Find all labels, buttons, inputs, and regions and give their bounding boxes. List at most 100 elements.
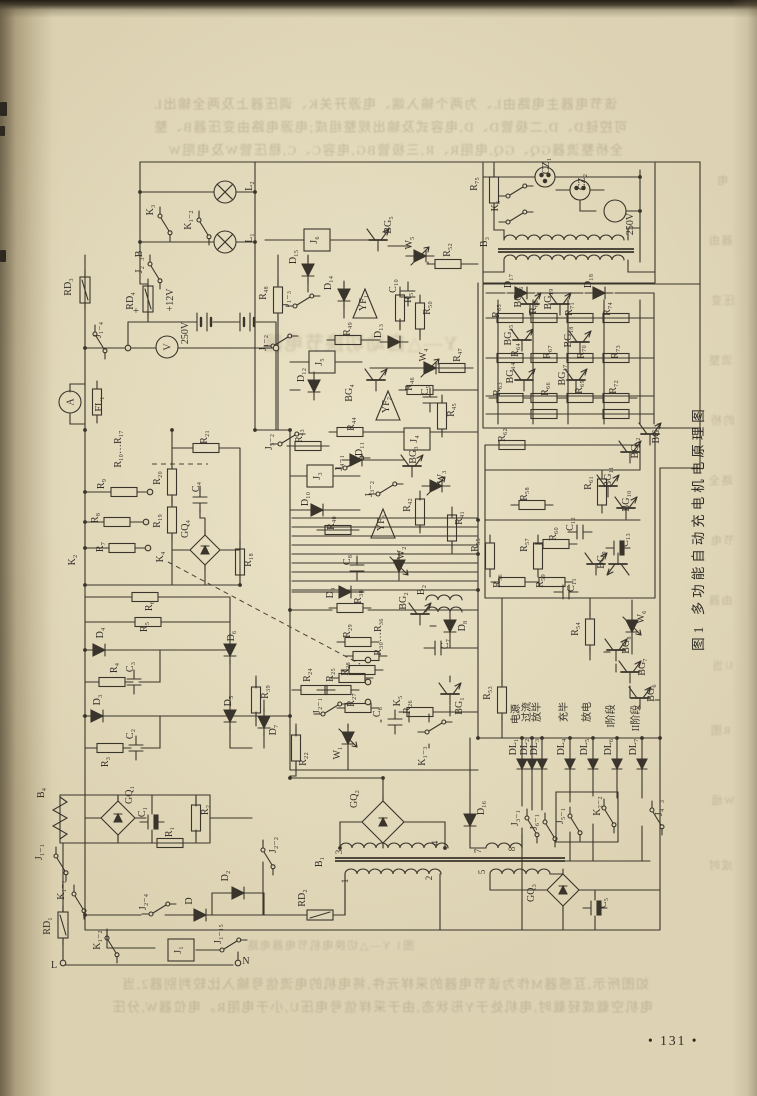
diode — [506, 286, 536, 300]
component-label: R₂₄ — [302, 668, 313, 682]
component-label: 250V — [625, 212, 636, 235]
transistor — [548, 292, 572, 316]
diode — [584, 286, 614, 300]
resistor — [292, 684, 336, 696]
junction-dot — [138, 240, 142, 244]
junction-dot — [238, 583, 242, 587]
component-label: R₇₁ — [564, 302, 575, 316]
component-label: R₅₇ — [519, 538, 530, 552]
component-label: R₁₈ — [243, 553, 254, 567]
capacitor — [425, 640, 451, 656]
diode — [302, 503, 332, 517]
component-label: J₃₋₂ — [364, 481, 375, 497]
capacitor — [349, 555, 365, 581]
bridge-rectifier — [356, 795, 410, 849]
component-label: 过流 — [520, 702, 533, 722]
switch-contact — [417, 719, 453, 735]
resistor — [490, 439, 534, 451]
component-label: R₅₆ — [492, 574, 503, 588]
resistor — [488, 168, 500, 212]
component-label: D₁₄ — [323, 275, 334, 290]
resistor — [430, 362, 474, 374]
resistor — [594, 352, 638, 364]
component-label: J₂₋₂ — [268, 837, 279, 853]
component-label: C₁₀ — [388, 279, 399, 293]
capacitor — [126, 669, 142, 695]
indicator-lamp — [213, 180, 237, 204]
transistor — [618, 440, 642, 464]
diode — [257, 707, 271, 737]
schematic-wires — [59, 161, 701, 966]
junction-dot — [476, 552, 480, 556]
component-label: R₄₀ — [326, 516, 337, 530]
diode — [463, 805, 477, 835]
component-label: BG₁₄ — [505, 362, 516, 383]
component-label: D₈ — [457, 620, 468, 631]
junction-dot — [170, 428, 174, 432]
potentiometer — [389, 551, 409, 581]
component-label: RD₂ — [297, 889, 308, 906]
capacitor — [387, 709, 403, 735]
resistor — [328, 426, 372, 438]
component-label: C₁₃ — [620, 533, 631, 547]
bridge-rectifier — [541, 868, 585, 912]
electrolytic-capacitor — [605, 540, 631, 556]
resistor — [594, 408, 638, 420]
component-label: DL₁ — [508, 739, 519, 756]
component-label: BG₁ — [454, 697, 465, 714]
diode — [223, 886, 253, 900]
component-label: BG₄ — [344, 384, 355, 402]
transistor — [638, 422, 662, 446]
component-label: R₂₆ — [402, 700, 413, 714]
component-label: BG₃ — [408, 446, 419, 463]
component-label: 4 — [430, 840, 440, 845]
resistor — [398, 384, 442, 396]
terminal — [146, 488, 154, 496]
component-label: D₂ — [220, 871, 231, 882]
component-label: +12V — [165, 288, 176, 312]
switch-contact — [212, 937, 248, 953]
component-label: D₁₀ — [300, 491, 311, 506]
component-label: D₃ — [92, 695, 103, 706]
transistor — [564, 368, 588, 392]
resistor — [272, 278, 284, 322]
terminal — [144, 544, 152, 552]
potentiometer — [421, 476, 451, 496]
switch-contact — [53, 846, 69, 882]
component-label: W₂ — [396, 547, 407, 560]
component-label: DL₂ — [519, 739, 530, 756]
resistor — [100, 542, 144, 554]
switch-contact — [92, 324, 108, 360]
component-label: 1 — [340, 879, 350, 884]
resistor — [91, 380, 103, 424]
component-label: C₉ — [420, 384, 431, 395]
junction-dot — [83, 648, 87, 652]
terminal — [272, 344, 280, 352]
component-label: B₁ — [314, 857, 325, 867]
led — [516, 751, 528, 777]
resistor — [328, 602, 372, 614]
component-label: N — [242, 956, 249, 967]
component-label: YF₂ — [381, 397, 392, 413]
resistor — [426, 258, 470, 270]
component-label: J₂₋₄ — [138, 893, 149, 910]
component-label: R₁₉ — [152, 514, 163, 528]
component-label: R₃ — [100, 757, 111, 767]
opamp — [370, 507, 396, 539]
resistor — [394, 286, 406, 330]
junction-dot — [253, 190, 257, 194]
capacitor — [192, 487, 208, 513]
transistor — [604, 638, 628, 662]
junction-dot — [83, 428, 87, 432]
indicator-lamp — [213, 230, 237, 254]
fuse — [79, 269, 91, 311]
transistor — [408, 602, 432, 626]
resistor — [596, 470, 608, 514]
resistor — [436, 394, 448, 438]
terminal — [124, 344, 132, 352]
component-label: K₅ — [392, 696, 403, 707]
component-label: J₁₋₃ — [281, 291, 292, 307]
component-label: 7 — [473, 848, 483, 853]
junction-dot — [253, 240, 257, 244]
